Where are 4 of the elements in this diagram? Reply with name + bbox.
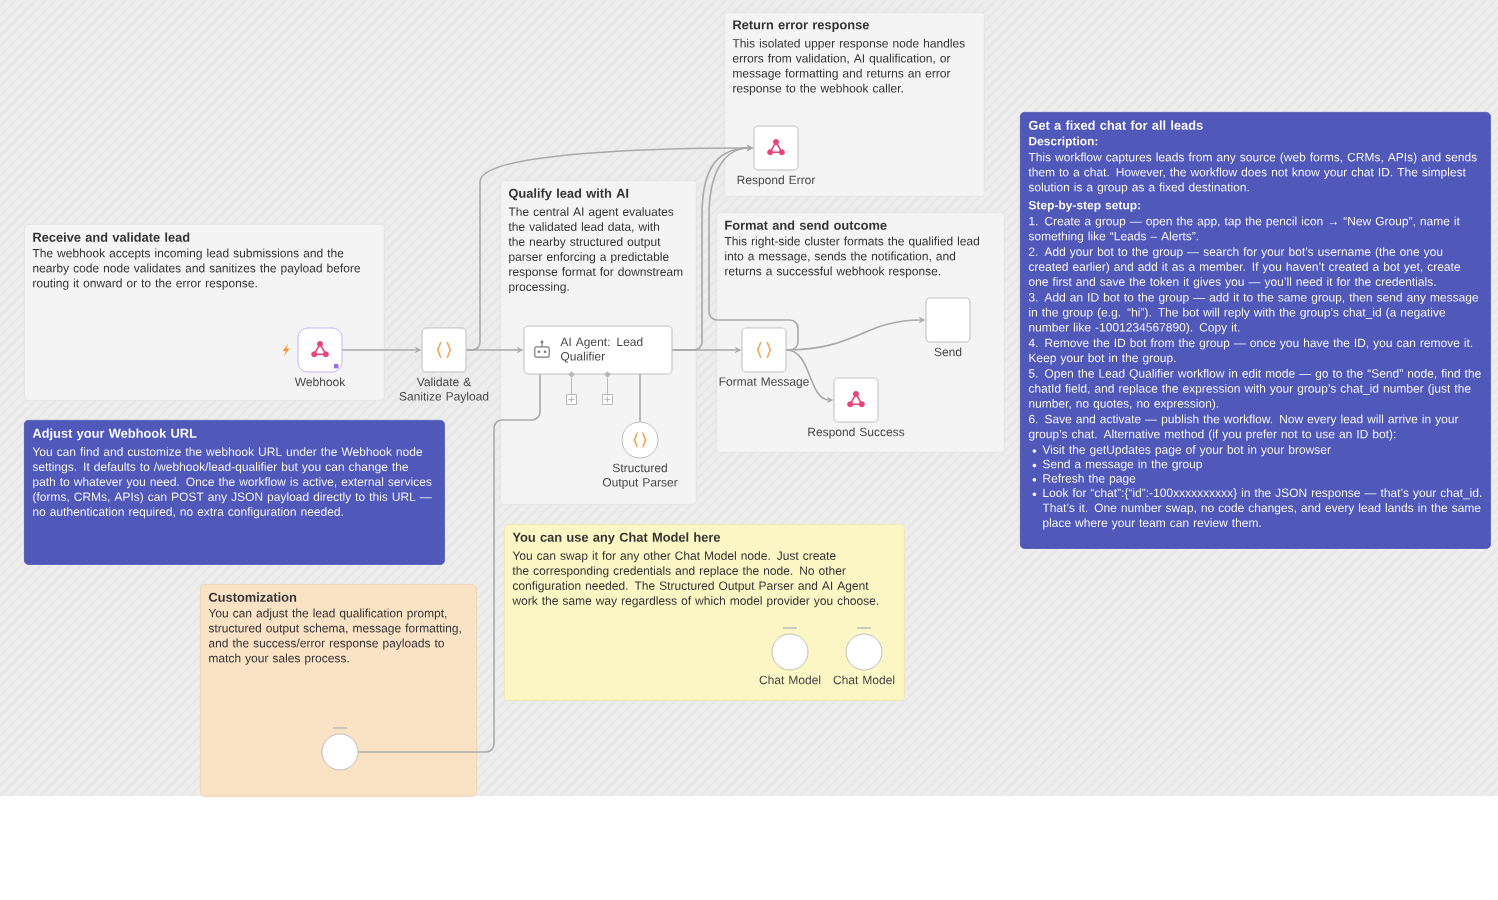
connector-line — [357, 373, 541, 753]
arrow — [708, 144, 799, 351]
connector-line — [639, 373, 641, 423]
sub-node-circle — [321, 733, 359, 771]
